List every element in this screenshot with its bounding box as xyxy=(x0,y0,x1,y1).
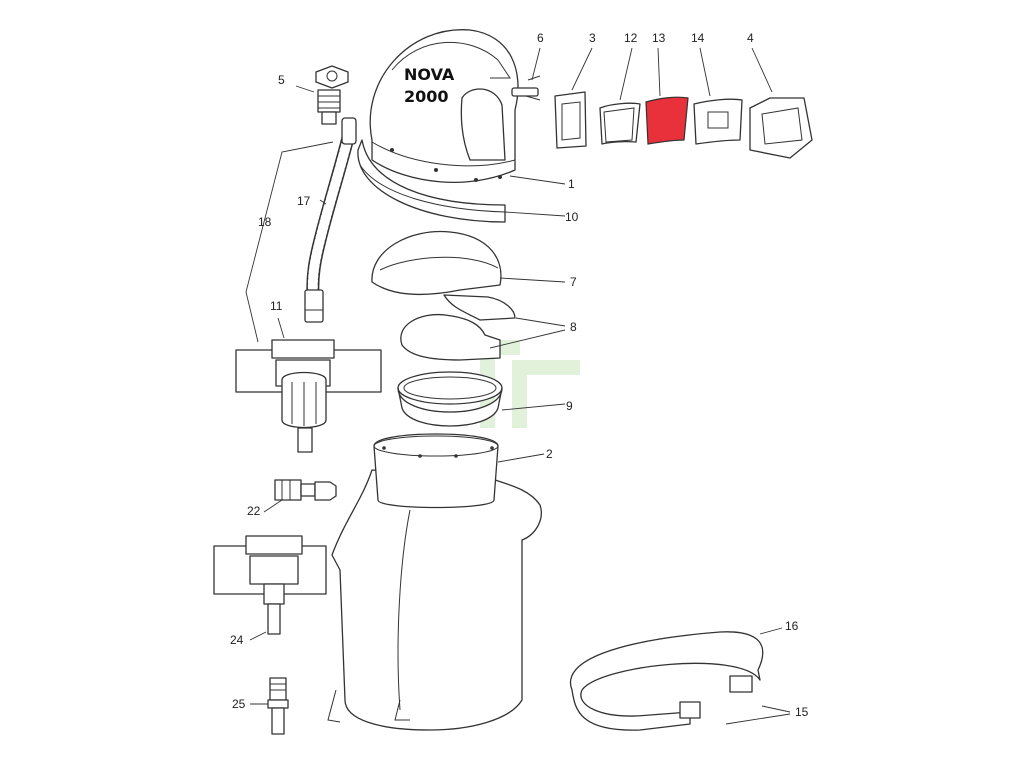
nipple-fitting xyxy=(267,677,289,735)
bracket-18 xyxy=(245,141,334,343)
callout-14: 14 xyxy=(691,31,705,45)
callout-17: 17 xyxy=(297,194,311,208)
window-holder-4 xyxy=(749,97,813,159)
neck-seal xyxy=(397,371,503,427)
lens-gasket-14 xyxy=(693,98,743,145)
callout-12: 12 xyxy=(624,31,638,45)
callout-9: 9 xyxy=(566,399,573,413)
coupling-plug xyxy=(274,479,337,501)
callout-24: 24 xyxy=(230,633,244,647)
callout-2: 2 xyxy=(546,447,553,461)
callout-1: 1 xyxy=(568,177,575,191)
head-pads xyxy=(400,294,516,361)
callout-10: 10 xyxy=(565,210,579,224)
belt-connector xyxy=(235,339,382,453)
valve-fitting xyxy=(315,65,349,125)
waist-belt xyxy=(569,631,764,731)
callout-numbers: 5 6 3 12 13 14 4 1 10 7 8 9 2 17 18 11 2… xyxy=(230,31,809,719)
callout-16: 16 xyxy=(785,619,799,633)
lens-clip-6 xyxy=(511,75,541,101)
outer-lens-12 xyxy=(599,102,641,145)
head-suspension xyxy=(371,230,502,296)
belt-connector-24 xyxy=(213,535,327,635)
brand-line1: NOVA xyxy=(404,65,455,84)
callout-13: 13 xyxy=(652,31,666,45)
callout-15: 15 xyxy=(795,705,809,719)
inner-lens-13-highlighted xyxy=(645,96,689,145)
callout-25: 25 xyxy=(232,697,246,711)
callout-8: 8 xyxy=(570,320,577,334)
breathing-hose xyxy=(304,117,357,323)
leader-lines xyxy=(249,47,791,725)
callout-4: 4 xyxy=(747,31,754,45)
callout-5: 5 xyxy=(278,73,285,87)
blast-cape xyxy=(327,433,542,731)
window-frame-3 xyxy=(554,91,587,149)
callout-18: 18 xyxy=(258,215,272,229)
callout-3: 3 xyxy=(589,31,596,45)
callout-11: 11 xyxy=(270,299,283,313)
callout-7: 7 xyxy=(570,275,577,289)
brand-line2: 2000 xyxy=(404,87,449,106)
helmet-shell xyxy=(369,29,519,183)
collar xyxy=(357,139,506,223)
callout-6: 6 xyxy=(537,31,544,45)
callout-22: 22 xyxy=(247,504,261,518)
